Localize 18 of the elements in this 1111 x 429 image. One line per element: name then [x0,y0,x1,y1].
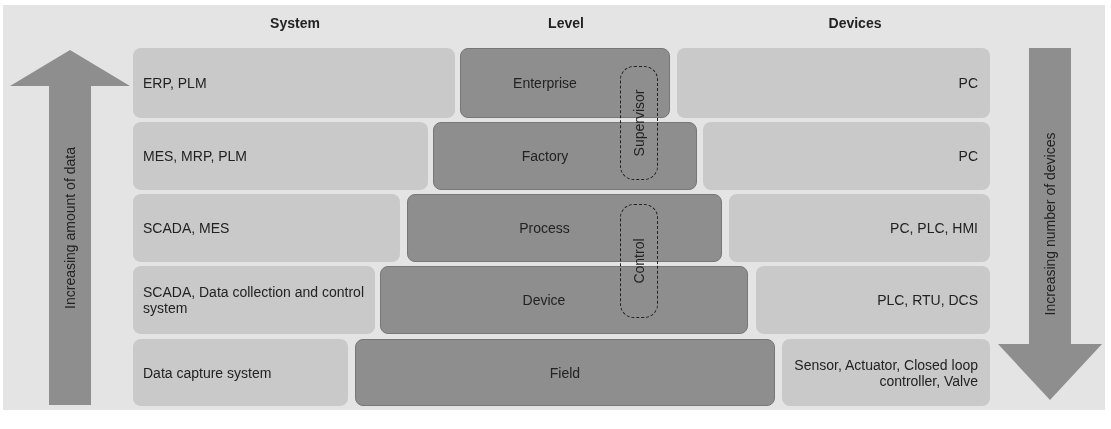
device-box: PC [677,48,990,118]
down-arrow: Increasing number of devices [998,48,1102,400]
column-heading: Devices [828,15,882,31]
up-arrow: Increasing amount of data [10,50,130,405]
system-box: SCADA, Data collection and control system [133,266,375,334]
system-box: ERP, PLM [133,48,455,118]
system-box: Data capture system [133,339,348,406]
device-box: PC, PLC, HMI [729,194,990,262]
dashed-group-outline: Control [620,204,658,318]
device-box: PC [703,122,990,190]
level-box: Field [355,339,775,406]
device-box: Sensor, Actuator, Closed loop controller, Valve [782,339,990,406]
system-box: SCADA, MES [133,194,400,262]
dashed-group-outline: Supervisor [620,66,658,180]
column-heading: Level [548,15,584,31]
device-box: PLC, RTU, DCS [756,266,990,334]
system-box: MES, MRP, PLM [133,122,428,190]
column-heading: System [270,15,320,31]
